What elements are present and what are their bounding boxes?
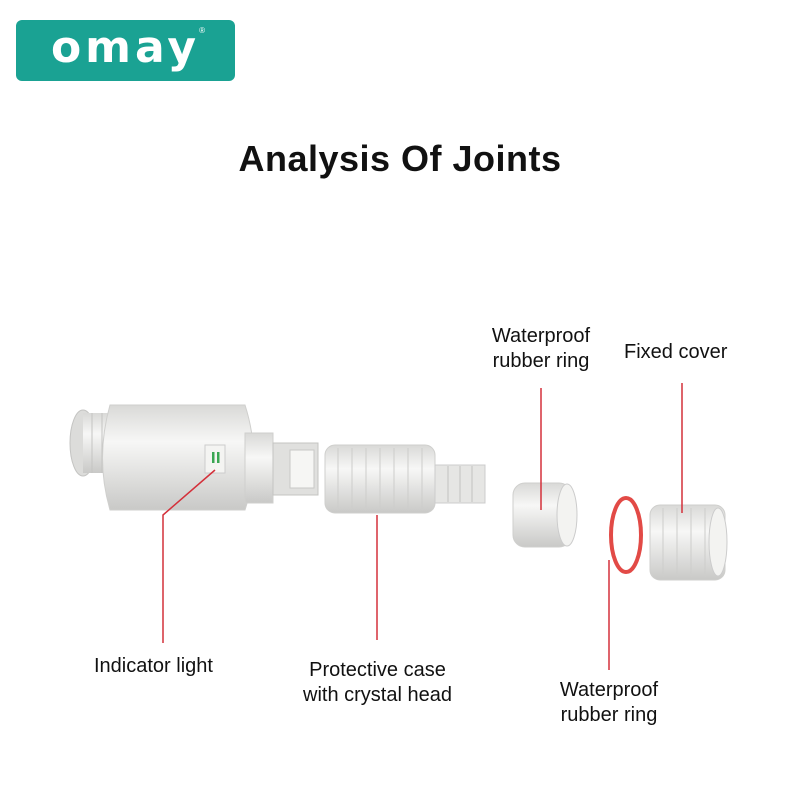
label-protective-case-line2: with crystal head [303,684,452,706]
label-waterproof-rubber-ring-top: Waterproof rubber ring [478,324,604,374]
registered-mark: ® [199,26,205,35]
label-protective-case-line1: Protective case [309,659,446,681]
fixed-cover [649,504,728,581]
label-waterproof-top-line2: rubber ring [492,350,590,372]
label-waterproof-bottom-line1: Waterproof [559,679,659,701]
logo-text: omay [50,21,201,73]
connector-body [69,404,319,511]
indicator-led [212,452,215,463]
label-indicator-light: Indicator light [94,655,213,677]
label-waterproof-rubber-ring-bottom: Waterproof rubber ring [546,678,672,728]
label-waterproof-top-line1: Waterproof [491,325,591,347]
label-waterproof-bottom-line2: rubber ring [560,704,658,726]
label-protective-case: Protective case with crystal head [290,658,465,708]
page-title: Analysis Of Joints [238,138,562,179]
label-fixed-cover: Fixed cover [624,341,728,363]
red-o-ring [609,496,643,574]
waterproof-rubber-ring-white [512,482,578,548]
protective-case [324,444,486,514]
leader-line-indicator [162,469,216,643]
brand-logo: omay ® [16,20,235,81]
